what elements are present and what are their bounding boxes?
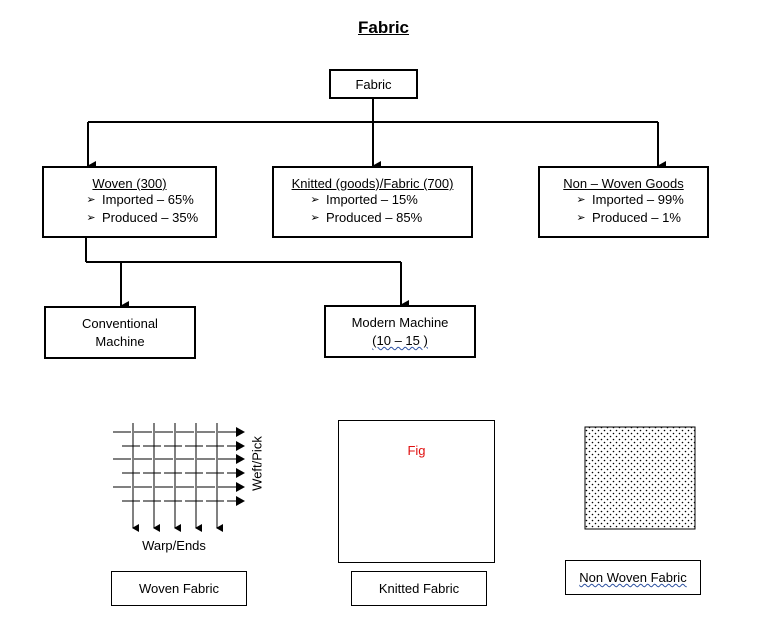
knitted-category-box: Knitted (goods)/Fabric (700) ➢Imported –… xyxy=(272,166,473,238)
non-woven-fabric-label-box: Non Woven Fabric xyxy=(565,560,701,595)
knitted-fabric-label: Knitted Fabric xyxy=(378,581,460,596)
bullet-arrow-icon: ➢ xyxy=(310,194,320,206)
woven-produced-item: ➢Produced – 35% xyxy=(80,209,215,227)
woven-heading: Woven (300) xyxy=(92,176,167,191)
non-woven-fabric-figure xyxy=(584,426,696,530)
woven-fabric-label-box: Woven Fabric xyxy=(111,571,247,606)
conventional-machine-line2: Machine xyxy=(95,334,145,349)
bullet-arrow-icon: ➢ xyxy=(576,212,586,224)
fig-placeholder-label: Fig xyxy=(407,443,426,458)
knitted-fabric-label-box: Knitted Fabric xyxy=(351,571,487,606)
bullet-arrow-icon: ➢ xyxy=(86,212,96,224)
non-woven-imported-item: ➢Imported – 99% xyxy=(570,191,707,209)
page-title: Fabric xyxy=(357,18,410,37)
weft-pick-label: Weft/Pick xyxy=(249,436,265,491)
knitted-fabric-figure: Fig xyxy=(338,420,495,563)
modern-machine-box: Modern Machine (10 – 15 ) xyxy=(324,305,476,358)
woven-category-box: Woven (300) ➢Imported – 65% ➢Produced – … xyxy=(42,166,217,238)
bullet-arrow-icon: ➢ xyxy=(310,212,320,224)
knitted-imported-item: ➢Imported – 15% xyxy=(304,191,471,209)
modern-machine-line2: (10 – 15 ) xyxy=(372,333,428,348)
non-woven-produced-item: ➢Produced – 1% xyxy=(570,209,707,227)
conventional-machine-box: Conventional Machine xyxy=(44,306,196,359)
bullet-arrow-icon: ➢ xyxy=(86,194,96,206)
non-woven-fabric-label: Non Woven Fabric xyxy=(579,570,687,585)
root-fabric-box: Fabric xyxy=(329,69,418,99)
woven-fabric-label: Woven Fabric xyxy=(139,581,219,596)
modern-machine-line1: Modern Machine xyxy=(351,315,449,330)
bullet-arrow-icon: ➢ xyxy=(576,194,586,206)
woven-imported-item: ➢Imported – 65% xyxy=(80,191,215,209)
warp-ends-label: Warp/Ends xyxy=(142,538,206,553)
conventional-machine-line1: Conventional xyxy=(82,316,158,331)
root-fabric-label: Fabric xyxy=(355,76,392,92)
non-woven-category-box: Non – Woven Goods ➢Imported – 99% ➢Produ… xyxy=(538,166,709,238)
knitted-heading: Knitted (goods)/Fabric (700) xyxy=(291,176,454,191)
non-woven-heading: Non – Woven Goods xyxy=(563,176,684,191)
woven-fabric-figure xyxy=(113,423,245,532)
knitted-produced-item: ➢Produced – 85% xyxy=(304,209,471,227)
